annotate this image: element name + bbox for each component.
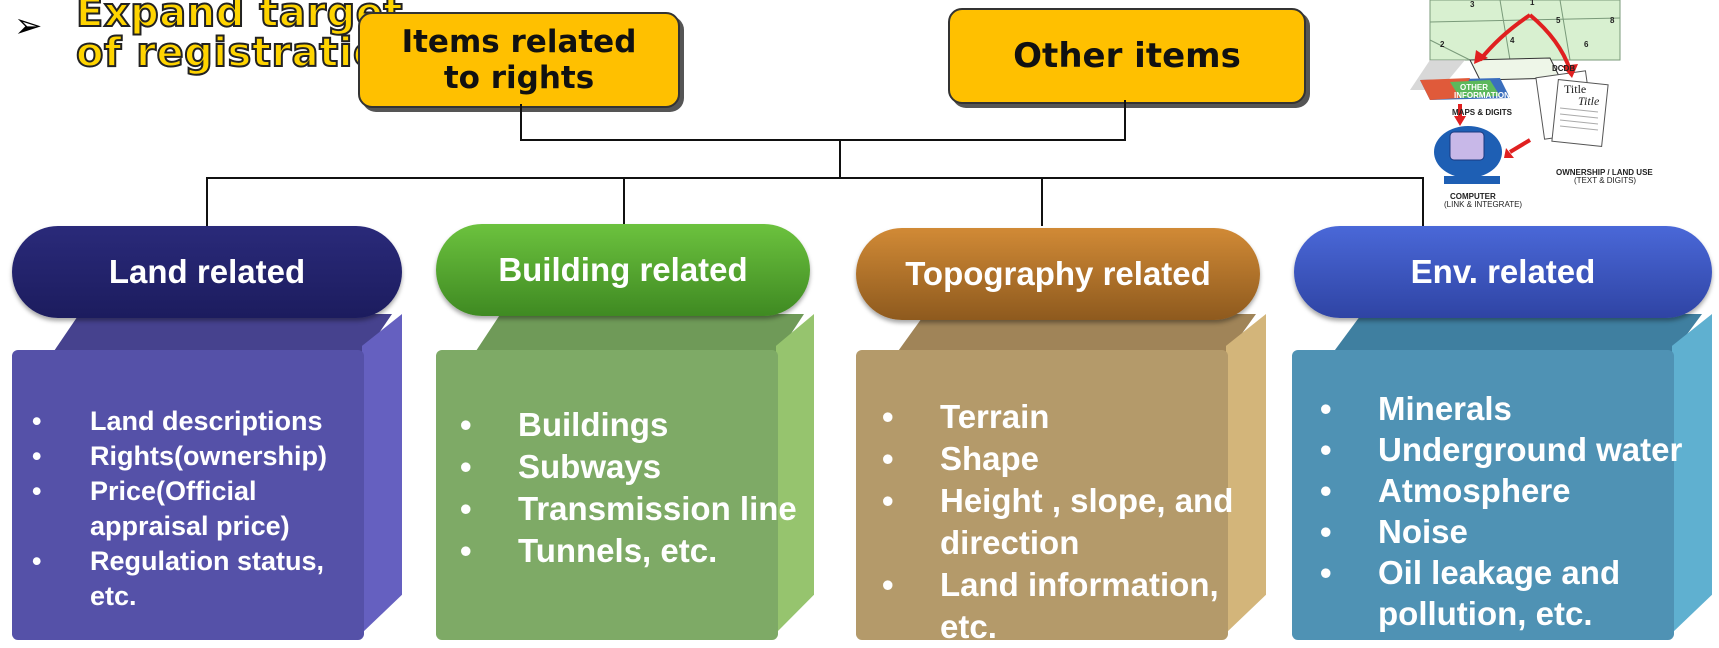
computer-label: COMPUTER: [1450, 192, 1496, 201]
rights-items-box: Items related to rights: [358, 12, 680, 108]
parcel-number: 6: [1584, 40, 1589, 49]
other-info-label: OTHER INFORMATION: [1454, 83, 1510, 100]
list-item: •Rights(ownership): [32, 441, 327, 471]
building-pill: Building related: [436, 224, 810, 316]
parcel-number: 5: [1556, 16, 1561, 25]
topography-panel: [856, 310, 1266, 640]
list-item: •Subways: [460, 448, 662, 485]
env-item-list: •Minerals •Underground water •Atmosphere…: [1320, 388, 1714, 634]
cadastral-illustration: 1 2 3 4 5 6 8 DCDB OTHER INFORMATION MAP…: [1410, 0, 1670, 210]
land-item-list: •Land descriptions •Rights(ownership) •P…: [32, 404, 390, 614]
list-item: •Tunnels, etc.: [460, 532, 718, 569]
rights-items-label: Items related to rights: [401, 24, 637, 96]
list-item: •Noise: [1320, 513, 1468, 550]
parcel-number: 3: [1470, 0, 1475, 9]
headline-line-2: of registration: [75, 29, 410, 77]
maps-digits-label: MAPS & DIGITS: [1452, 108, 1513, 117]
building-panel: [436, 310, 814, 640]
env-panel: [1292, 310, 1712, 640]
land-panel: [12, 310, 402, 640]
list-item: •Transmission line: [460, 490, 797, 527]
connector: [839, 140, 841, 178]
connector: [520, 104, 522, 140]
title-doc-label: Title: [1578, 94, 1600, 108]
list-item: •Land descriptions: [32, 406, 323, 436]
connector: [1124, 100, 1126, 140]
topography-title: Topography related: [905, 255, 1211, 292]
topography-pill: Topography related: [856, 228, 1260, 320]
connector: [1041, 178, 1043, 226]
parcel-number: 8: [1610, 16, 1615, 25]
connector: [520, 139, 1126, 141]
connector: [623, 178, 625, 226]
topography-item-list: •Terrain •Shape •Height , slope, and dir…: [882, 396, 1260, 648]
land-pill: Land related: [12, 226, 402, 318]
list-item: •Land information, etc.: [882, 566, 1219, 645]
env-title: Env. related: [1410, 253, 1596, 290]
list-item: •Height , slope, and direction: [882, 482, 1234, 561]
list-item: •Terrain: [882, 398, 1050, 435]
list-item: •Oil leakage and pollution, etc.: [1320, 554, 1621, 632]
headline-line-1: Expand target: [75, 0, 404, 37]
cadastral-map-graphic: [1410, 0, 1621, 184]
list-item: •Underground water: [1320, 431, 1683, 468]
list-item: •Minerals: [1320, 390, 1512, 427]
other-items-box: Other items: [948, 8, 1306, 104]
list-item: •Price(Official appraisal price): [32, 476, 290, 541]
connector: [1422, 178, 1424, 226]
parcel-number: 4: [1510, 36, 1515, 45]
bullet-arrow-icon: ➢: [14, 6, 43, 46]
list-item: •Regulation status, etc.: [32, 546, 325, 611]
dcdb-label: DCDB: [1552, 64, 1576, 73]
connector: [206, 178, 208, 226]
list-item: •Buildings: [460, 406, 669, 443]
connector: [206, 177, 1424, 179]
parcel-number: 1: [1530, 0, 1535, 7]
text-digits-label: (TEXT & DIGITS): [1574, 176, 1637, 185]
building-title: Building related: [498, 251, 748, 288]
env-pill: Env. related: [1294, 226, 1712, 318]
other-items-label: Other items: [1013, 36, 1241, 76]
land-title: Land related: [108, 253, 306, 290]
parcel-number: 2: [1440, 40, 1445, 49]
title-doc-label: Title: [1564, 82, 1587, 96]
building-item-list: •Buildings •Subways •Transmission line •…: [460, 404, 818, 572]
link-integrate-label: (LINK & INTEGRATE): [1444, 200, 1523, 209]
ownership-label: OWNERSHIP / LAND USE: [1556, 168, 1653, 177]
list-item: •Atmosphere: [1320, 472, 1571, 509]
list-item: •Shape: [882, 440, 1040, 477]
